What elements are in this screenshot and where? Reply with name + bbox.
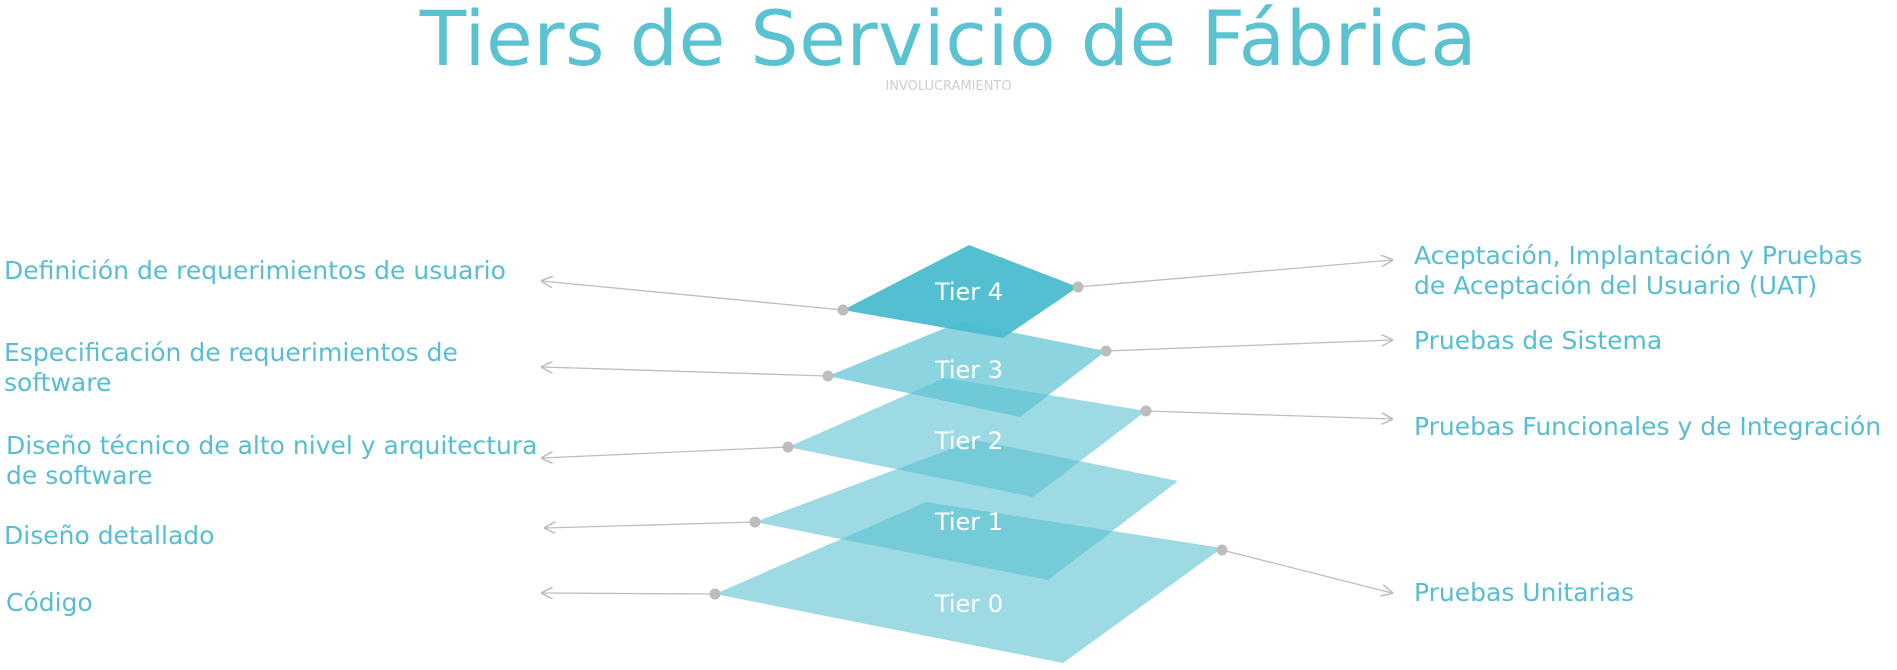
tier-3-label: Tier 3 bbox=[934, 356, 1003, 384]
right-label-tier-2: Pruebas Funcionales y de Integración bbox=[1414, 412, 1882, 441]
left-label-tier-3: Especificación de requerimientos de soft… bbox=[4, 338, 458, 397]
dot-tier-3-right bbox=[1100, 345, 1112, 357]
tier-2-plane bbox=[788, 378, 1146, 497]
connector-tier-2-left bbox=[542, 446, 789, 458]
dot-tier-4-right bbox=[1072, 281, 1084, 293]
left-label-tier-4: Definición de requerimientos de usuario bbox=[4, 256, 506, 285]
right-label-tier-4: Aceptación, Implantación y Pruebas de Ac… bbox=[1414, 241, 1863, 300]
tier-4-label: Tier 4 bbox=[934, 278, 1003, 306]
dot-tier-0-left bbox=[709, 588, 721, 600]
left-label-tier-2: Diseño técnico de alto nivel y arquitect… bbox=[6, 431, 538, 490]
dot-tier-4-left bbox=[837, 304, 849, 316]
dot-tier-2-right bbox=[1140, 405, 1152, 417]
left-label-tier-1: Diseño detallado bbox=[4, 521, 215, 550]
tier-planes bbox=[715, 245, 1222, 663]
left-label-tier-0: Código bbox=[6, 588, 93, 617]
dot-tier-2-left bbox=[782, 441, 794, 453]
dot-tier-1-left bbox=[749, 516, 761, 528]
diagram-subtitle: INVOLUCRAMIENTO bbox=[885, 79, 1012, 94]
tier-3-plane bbox=[828, 322, 1106, 417]
anchor-dots bbox=[709, 281, 1228, 600]
connector-tier-3-left bbox=[542, 367, 829, 377]
tier-4-plane bbox=[843, 245, 1078, 338]
dot-tier-3-left bbox=[822, 370, 834, 382]
connectors bbox=[542, 260, 1392, 594]
dot-tier-0-right bbox=[1216, 544, 1228, 556]
tier-1-plane bbox=[755, 440, 1178, 580]
diagram-title: Tiers de Servicio de Fábrica bbox=[419, 0, 1478, 83]
connector-tier-4-left bbox=[542, 281, 844, 311]
right-label-tier-3: Pruebas de Sistema bbox=[1414, 326, 1663, 355]
connector-tier-2-right bbox=[1145, 410, 1392, 419]
connector-tier-0-left bbox=[542, 593, 716, 594]
connector-tier-4-right bbox=[1077, 260, 1392, 288]
connector-tier-1-left bbox=[545, 521, 756, 528]
tier-1-label: Tier 1 bbox=[934, 508, 1003, 536]
right-label-tier-0: Pruebas Unitarias bbox=[1414, 578, 1635, 607]
connector-tier-3-right bbox=[1105, 340, 1392, 352]
tier-2-label: Tier 2 bbox=[934, 427, 1003, 455]
connector-tier-0-right bbox=[1221, 549, 1392, 593]
tier-0-label: Tier 0 bbox=[934, 590, 1003, 618]
